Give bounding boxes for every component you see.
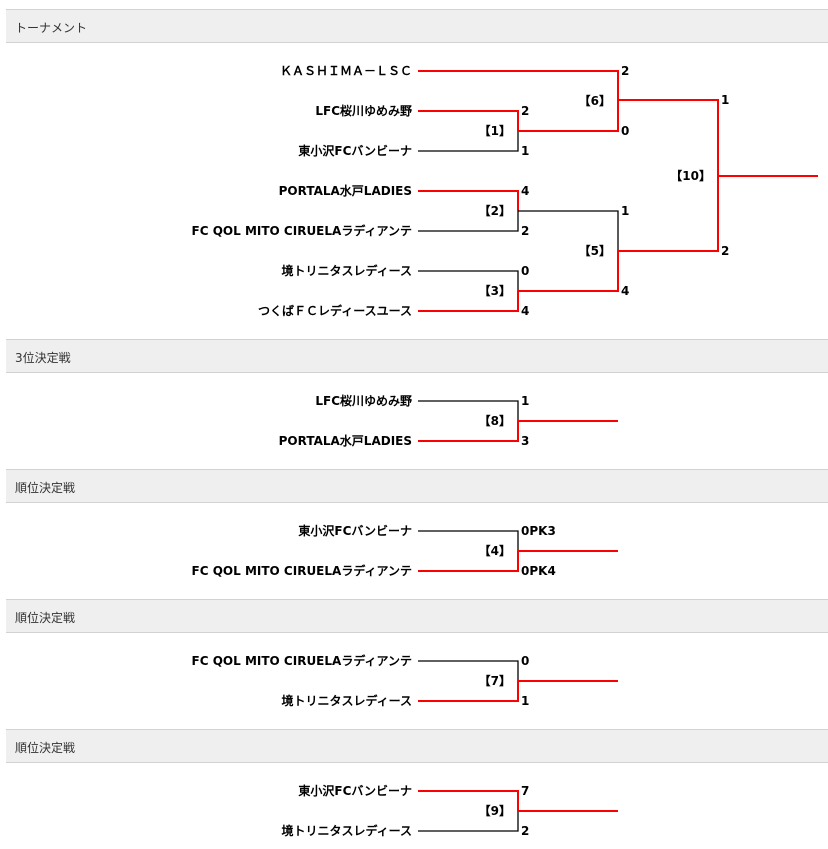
main-bracket-lines bbox=[418, 70, 818, 312]
match1-score-bottom: 1 bbox=[521, 144, 529, 158]
main-team-names: ＫＡＳＨＩＭＡ－ＬＳＣ LFC桜川ゆめみ野 東小沢FCバンビーナ PORTALA… bbox=[192, 64, 412, 318]
m1-advance-line bbox=[518, 100, 619, 132]
team-name: LFC桜川ゆめみ野 bbox=[315, 393, 412, 408]
fcqol-line bbox=[418, 211, 519, 232]
match3-score-top: 0 bbox=[521, 264, 529, 278]
m7-bottom-line bbox=[418, 681, 519, 702]
match1-score-top: 2 bbox=[521, 104, 529, 118]
match7-score-top: 0 bbox=[521, 654, 529, 668]
match3-label: 【3】 bbox=[479, 283, 511, 298]
match5-score-bottom: 4 bbox=[621, 284, 629, 298]
section-title: 順位決定戦 bbox=[15, 481, 76, 495]
team-name: LFC桜川ゆめみ野 bbox=[315, 103, 412, 118]
m2-advance-line bbox=[518, 210, 619, 251]
portala-line bbox=[418, 190, 519, 211]
match9-label: 【9】 bbox=[479, 803, 511, 818]
team-name: FC QOL MITO CIRUELAラディアンテ bbox=[192, 223, 412, 238]
third-place-bracket: LFC桜川ゆめみ野 PORTALA水戸LADIES 1 3 【8】 bbox=[279, 393, 618, 448]
section-title: 3位決定戦 bbox=[15, 351, 71, 365]
match4-score-bottom: 0PK4 bbox=[521, 564, 556, 578]
match7-label: 【7】 bbox=[479, 673, 511, 688]
team-name: 境トリニタスレディース bbox=[281, 693, 412, 708]
m9-top-line bbox=[418, 790, 519, 811]
higashi-line bbox=[418, 131, 519, 152]
m8-top-line bbox=[418, 400, 519, 421]
m4-top-line bbox=[418, 530, 519, 551]
match6-score-bottom: 0 bbox=[621, 124, 629, 138]
m4-bottom-line bbox=[418, 551, 519, 572]
match2-label: 【2】 bbox=[479, 203, 511, 218]
team-name: FC QOL MITO CIRUELAラディアンテ bbox=[192, 563, 412, 578]
match10-score-bottom: 2 bbox=[721, 244, 729, 258]
m9-bottom-line bbox=[418, 811, 519, 832]
main-match-labels: 【1】 【2】 【3】 【5】 【6】 【10】 bbox=[479, 93, 711, 298]
section-header-placement-3: 順位決定戦 bbox=[6, 729, 828, 763]
match9-score-bottom: 2 bbox=[521, 824, 529, 838]
m3-advance-line bbox=[518, 251, 619, 292]
kashima-line bbox=[418, 70, 619, 100]
match1-label: 【1】 bbox=[479, 123, 511, 138]
team-name: 東小沢FCバンビーナ bbox=[298, 143, 412, 158]
match5-score-top: 1 bbox=[621, 204, 629, 218]
match10-label: 【10】 bbox=[670, 168, 711, 183]
team-name: 境トリニタスレディース bbox=[281, 823, 412, 838]
team-name: PORTALA水戸LADIES bbox=[279, 183, 412, 198]
match4-score-top: 0PK3 bbox=[521, 524, 556, 538]
placement2-bracket: FC QOL MITO CIRUELAラディアンテ 境トリニタスレディース 0 … bbox=[192, 653, 618, 708]
section-header-third-place: 3位決定戦 bbox=[6, 339, 828, 373]
match5-label: 【5】 bbox=[579, 243, 611, 258]
main-scores: 2 1 4 2 0 4 2 0 1 4 1 2 bbox=[521, 64, 729, 318]
placement3-bracket: 東小沢FCバンビーナ 境トリニタスレディース 7 2 【9】 bbox=[281, 783, 618, 838]
section-title: トーナメント bbox=[15, 21, 88, 35]
match8-score-top: 1 bbox=[521, 394, 529, 408]
team-name: つくばＦＣレディースユース bbox=[258, 303, 412, 318]
match8-label: 【8】 bbox=[479, 413, 511, 428]
sakai-line bbox=[418, 270, 519, 291]
team-name: PORTALA水戸LADIES bbox=[279, 433, 412, 448]
section-title: 順位決定戦 bbox=[15, 611, 76, 625]
m7-top-line bbox=[418, 660, 519, 681]
m6-advance-line bbox=[618, 99, 719, 176]
match8-score-bottom: 3 bbox=[521, 434, 529, 448]
match6-label: 【6】 bbox=[579, 93, 611, 108]
match4-label: 【4】 bbox=[479, 543, 511, 558]
section-header-tournament: トーナメント bbox=[6, 9, 828, 43]
match3-score-bottom: 4 bbox=[521, 304, 529, 318]
m5-advance-line bbox=[618, 176, 719, 252]
team-name: 東小沢FCバンビーナ bbox=[298, 783, 412, 798]
match10-score-top: 1 bbox=[721, 93, 729, 107]
match2-score-top: 4 bbox=[521, 184, 529, 198]
match9-score-top: 7 bbox=[521, 784, 529, 798]
team-name: ＫＡＳＨＩＭＡ－ＬＳＣ bbox=[280, 64, 412, 78]
match2-score-bottom: 2 bbox=[521, 224, 529, 238]
team-name: FC QOL MITO CIRUELAラディアンテ bbox=[192, 653, 412, 668]
match6-score-top: 2 bbox=[621, 64, 629, 78]
m8-bottom-line bbox=[418, 421, 519, 442]
section-header-placement-2: 順位決定戦 bbox=[6, 599, 828, 633]
section-title: 順位決定戦 bbox=[15, 741, 76, 755]
placement1-bracket: 東小沢FCバンビーナ FC QOL MITO CIRUELAラディアンテ 0PK… bbox=[192, 523, 618, 578]
match7-score-bottom: 1 bbox=[521, 694, 529, 708]
tsukuba-line bbox=[418, 291, 519, 312]
section-header-placement-1: 順位決定戦 bbox=[6, 469, 828, 503]
team-name: 東小沢FCバンビーナ bbox=[298, 523, 412, 538]
team-name: 境トリニタスレディース bbox=[281, 263, 412, 278]
lfc-line bbox=[418, 110, 519, 131]
